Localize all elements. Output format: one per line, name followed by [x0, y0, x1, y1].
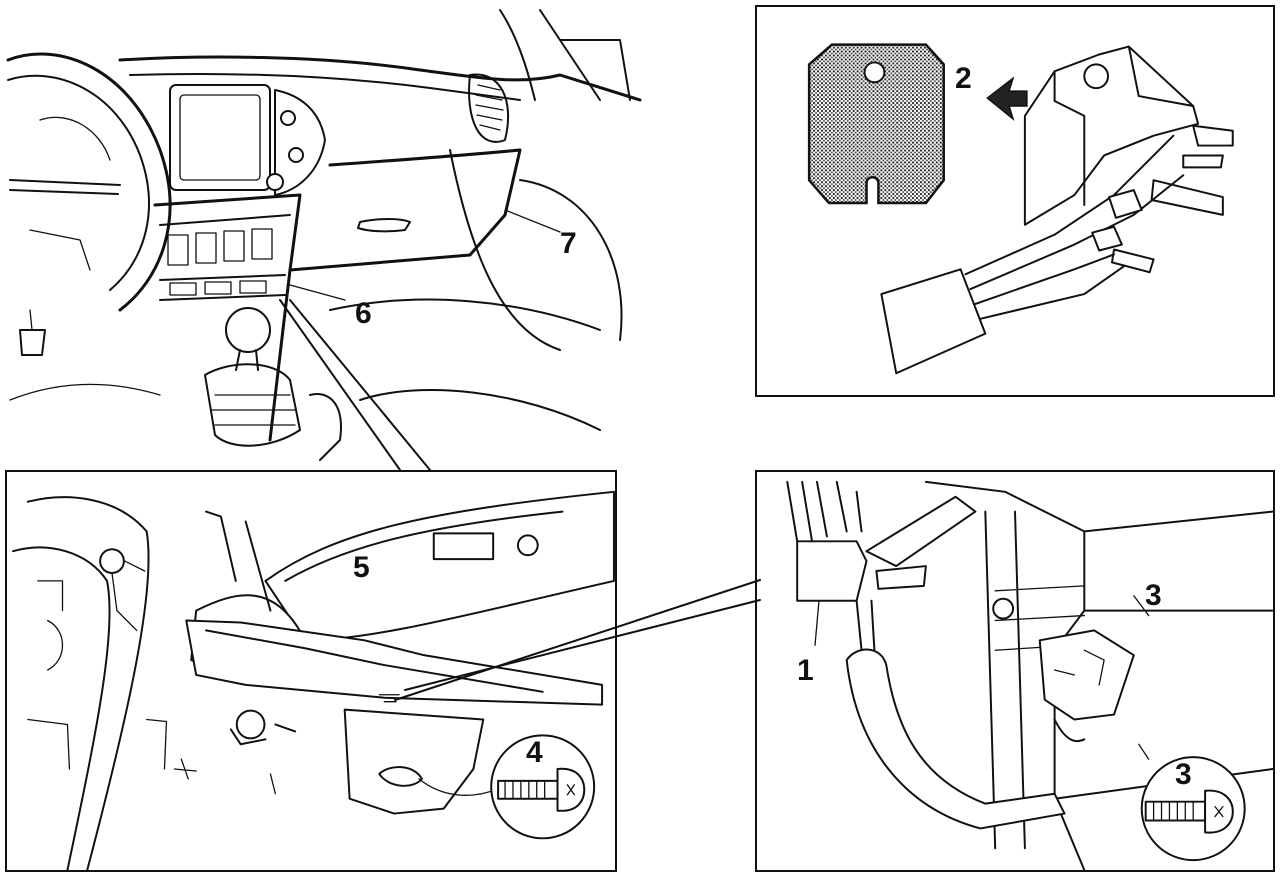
screw-icon: [497, 767, 586, 812]
steering-wheel: [6, 52, 172, 312]
arrow-icon: [986, 76, 1028, 121]
dashboard-overview-drawing: [0, 0, 760, 470]
gasket: [807, 43, 945, 205]
screw-icon: [1144, 789, 1234, 834]
harness-routing-detail-panel: [5, 470, 617, 872]
gear-lever: [204, 307, 301, 447]
connector-gasket-detail-panel: [755, 5, 1275, 397]
connector-mount-detail-panel: [755, 470, 1275, 872]
connector-housing: [1023, 45, 1234, 274]
switch-row: [167, 228, 273, 296]
